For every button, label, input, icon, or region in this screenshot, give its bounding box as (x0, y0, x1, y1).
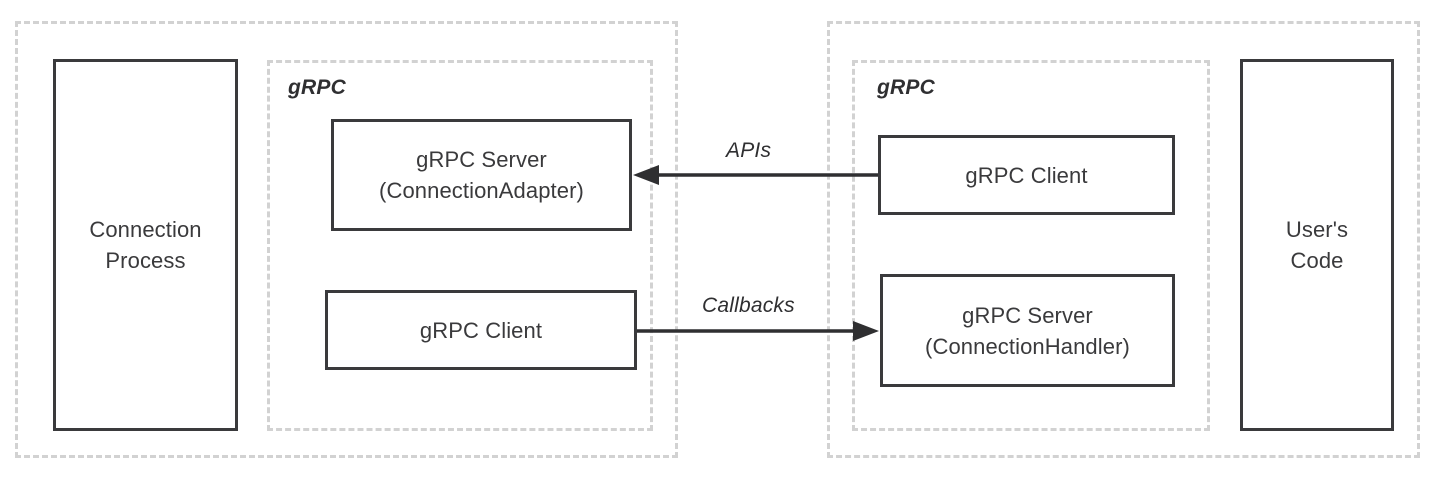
node-grpc-server-connection-handler-label: gRPC Server (ConnectionHandler) (925, 302, 1130, 359)
node-grpc-server-connection-adapter[interactable]: gRPC Server (ConnectionAdapter) (331, 119, 632, 231)
left-grpc-group (267, 60, 653, 431)
right-grpc-group (852, 60, 1210, 431)
node-users-code[interactable]: User's Code (1240, 59, 1394, 431)
left-grpc-group-caption: gRPC (288, 76, 346, 99)
node-users-code-label: User's Code (1285, 217, 1349, 273)
node-grpc-client-left-label: gRPC Client (419, 317, 543, 343)
right-grpc-group-caption: gRPC (877, 76, 935, 99)
node-grpc-server-connection-handler[interactable]: gRPC Server (ConnectionHandler) (880, 274, 1175, 387)
node-connection-process-label: Connection Process (89, 217, 202, 273)
node-grpc-client-left[interactable]: gRPC Client (325, 290, 637, 370)
node-grpc-server-connection-adapter-label: gRPC Server (ConnectionAdapter) (379, 147, 584, 203)
node-grpc-client-right[interactable]: gRPC Client (878, 135, 1175, 215)
node-connection-process[interactable]: Connection Process (53, 59, 238, 431)
callbacks-edge-label: Callbacks (702, 294, 795, 317)
user-code-group (827, 21, 1420, 458)
connection-process-group (15, 21, 678, 458)
node-grpc-client-right-label: gRPC Client (965, 162, 1088, 188)
apis-edge-label: APIs (726, 139, 772, 162)
